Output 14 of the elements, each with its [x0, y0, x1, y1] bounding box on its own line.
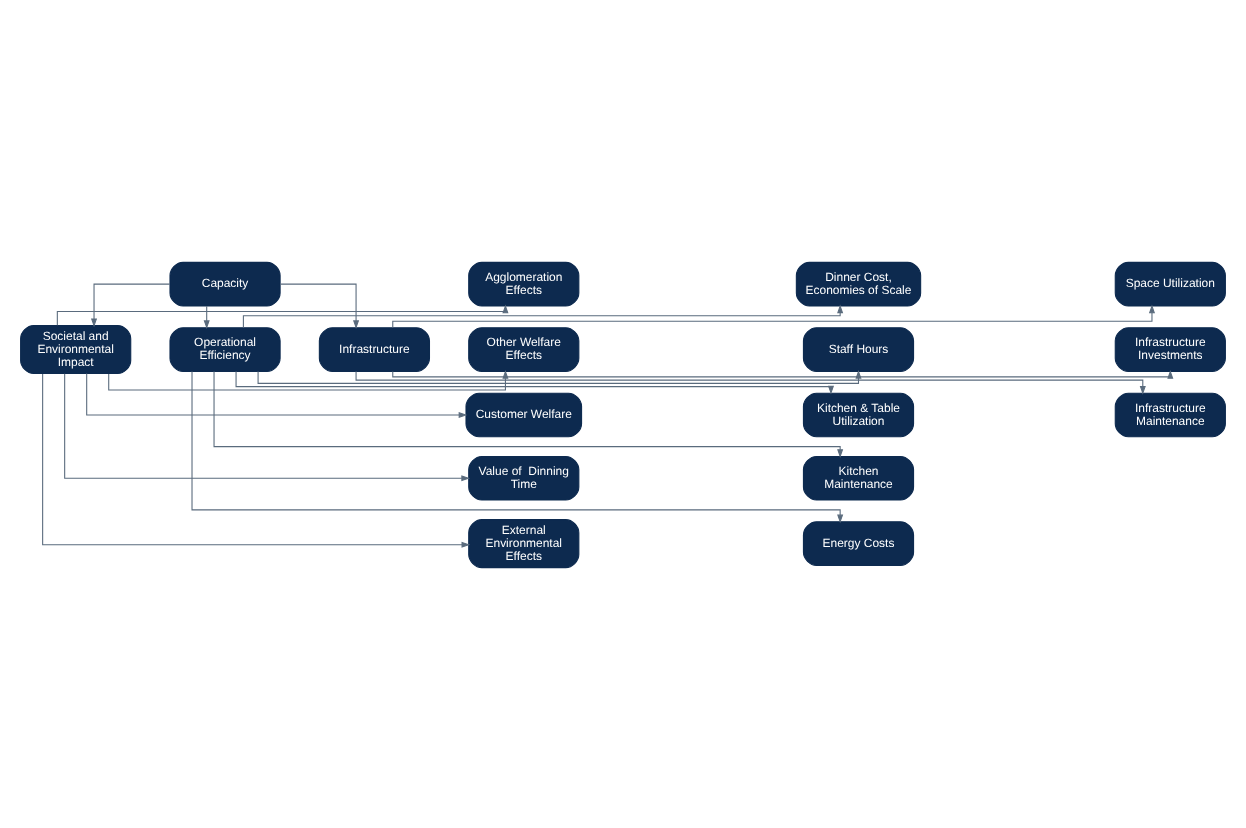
arrow [257, 368, 862, 383]
arrow [235, 370, 835, 394]
arrow [392, 303, 1156, 328]
arrow [42, 372, 471, 547]
arrow [90, 282, 171, 327]
arrow [108, 369, 509, 390]
arrow [213, 370, 844, 457]
arrow [279, 282, 360, 329]
arrow [242, 303, 844, 328]
arrow [191, 370, 844, 523]
arrow [86, 372, 468, 418]
arrow [392, 368, 1174, 378]
arrow [355, 369, 1146, 394]
arrow [64, 372, 471, 481]
